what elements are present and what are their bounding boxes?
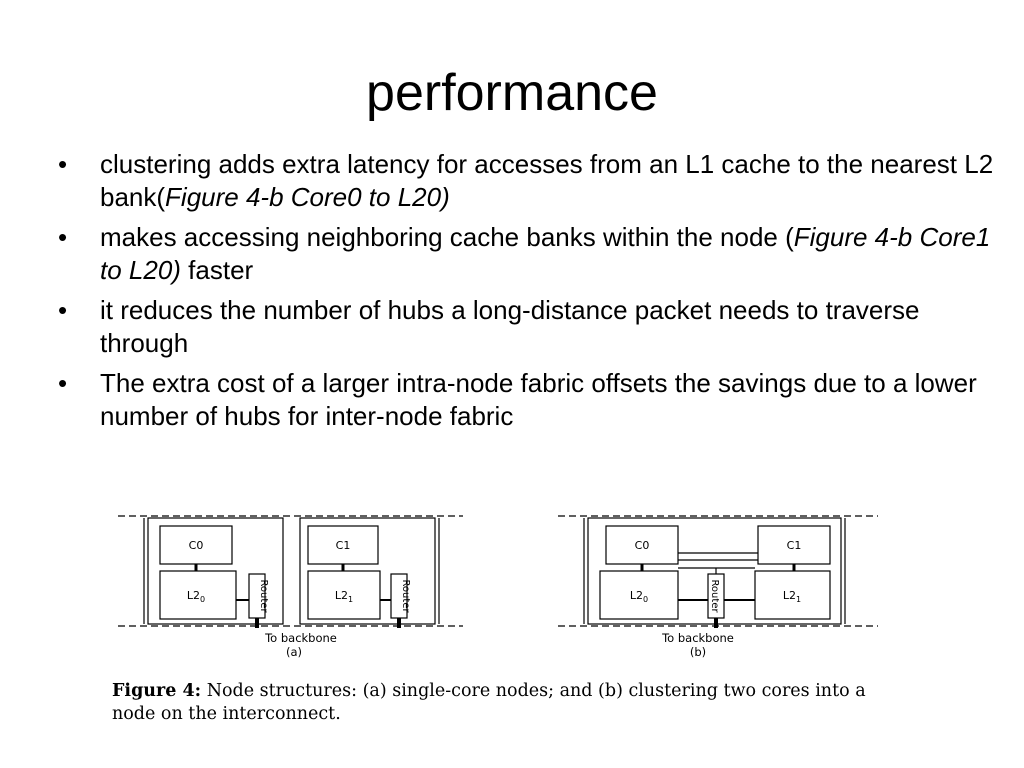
core0-label: C0 bbox=[635, 539, 650, 552]
bullet-italic-ref: Figure 4-b Core1 to L20) bbox=[100, 222, 991, 285]
figure-caption: Figure 4: Node structures: (a) single-co… bbox=[112, 680, 912, 726]
bullet-list: • clustering adds extra latency for acce… bbox=[58, 148, 998, 440]
router-label: Router bbox=[400, 579, 411, 613]
l2-1-label: L21 bbox=[783, 589, 801, 604]
bullet-text: it reduces the number of hubs a long-dis… bbox=[100, 295, 920, 358]
node-frame bbox=[147, 517, 284, 625]
bullet-text-tail: faster bbox=[180, 255, 254, 285]
backbone-label: To backbone bbox=[264, 631, 337, 645]
backbone-label: To backbone bbox=[661, 631, 734, 645]
bullet-item: • it reduces the number of hubs a long-d… bbox=[58, 294, 998, 360]
bullet-icon: • bbox=[58, 368, 68, 398]
bullet-text: makes accessing neighboring cache banks … bbox=[100, 222, 794, 252]
subfigure-label-b: (b) bbox=[690, 645, 706, 659]
diagram-b bbox=[558, 515, 878, 628]
l2-0-box bbox=[599, 570, 679, 620]
figure-4-diagram: C0 C1 L20 L21 Router Router To backbone … bbox=[108, 508, 898, 738]
bullet-item: • clustering adds extra latency for acce… bbox=[58, 148, 998, 214]
slide-title: performance bbox=[366, 64, 658, 122]
caption-heading: Figure 4: bbox=[112, 681, 202, 701]
subfigure-label-a: (a) bbox=[286, 645, 302, 659]
bullet-text: The extra cost of a larger intra-node fa… bbox=[100, 368, 977, 431]
diagram-a bbox=[118, 515, 463, 628]
core0-label: C0 bbox=[189, 539, 204, 552]
bullet-item: • The extra cost of a larger intra-node … bbox=[58, 367, 998, 433]
bullet-icon: • bbox=[58, 295, 68, 325]
bullet-item: • makes accessing neighboring cache bank… bbox=[58, 221, 998, 287]
bullet-icon: • bbox=[58, 149, 68, 179]
router-label: Router bbox=[709, 579, 720, 613]
l2-0-label: L20 bbox=[630, 589, 648, 604]
router-label: Router bbox=[258, 579, 269, 613]
bullet-text: clustering adds extra latency for access… bbox=[100, 149, 994, 212]
core1-label: C1 bbox=[787, 539, 802, 552]
l2-1-label: L21 bbox=[335, 589, 353, 604]
bullet-icon: • bbox=[58, 222, 68, 252]
core1-label: C1 bbox=[336, 539, 351, 552]
caption-text: Node structures: (a) single-core nodes; … bbox=[112, 681, 866, 724]
node-frame bbox=[299, 517, 436, 625]
l2-0-label: L20 bbox=[187, 589, 205, 604]
l2-0-box bbox=[159, 570, 237, 620]
bullet-italic-ref: Figure 4-b Core0 to L20) bbox=[165, 182, 450, 212]
